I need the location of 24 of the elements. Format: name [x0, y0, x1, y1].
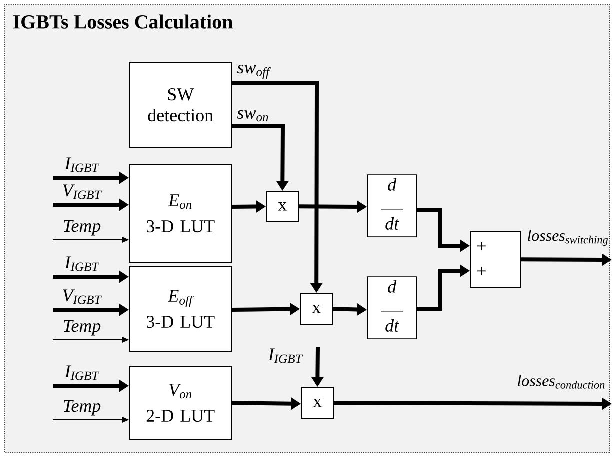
derivative-box: d dt	[367, 174, 418, 238]
lookup-table-box: E$_{on}$ 3-D LUT	[129, 164, 232, 264]
edge-label: I$_{IGBT}$	[64, 366, 100, 380]
summation-box: + +	[470, 231, 522, 288]
edge-label: sw$_{on}$	[237, 110, 268, 122]
edge-label: I$_{IGBT}$	[64, 158, 100, 172]
edge-label: Temp	[64, 220, 101, 236]
edge-label: V$_{IGBT}$	[63, 184, 102, 200]
edge-label: $\mathit{losses}_{\mathit{conduction}}$	[518, 375, 605, 389]
lookup-table-box: V$_{on}$ 2-D LUT	[129, 366, 232, 440]
derivative-box: d dt	[367, 276, 418, 340]
multiplier-box: x	[300, 293, 334, 326]
process-box: SW detection	[129, 62, 232, 148]
edge-label: Temp	[64, 320, 101, 336]
title: IGBTs Losses Calculation	[13, 14, 233, 29]
edge-label: I$_{IGBT}$	[64, 256, 100, 272]
multiplier-box: x	[266, 191, 300, 222]
lookup-table-box: E$_{off}$ 3-D LUT	[129, 266, 232, 352]
edge-label: Temp	[64, 400, 101, 416]
edge-label: $\mathit{losses}_{\mathit{switching}}$	[528, 230, 608, 246]
edge-label: V$_{IGBT}$	[63, 290, 102, 304]
multiplier-box: x	[301, 387, 334, 420]
edge-label: I$_{IGBT}$	[268, 348, 304, 364]
edge-label: sw$_{off}$	[237, 64, 271, 80]
